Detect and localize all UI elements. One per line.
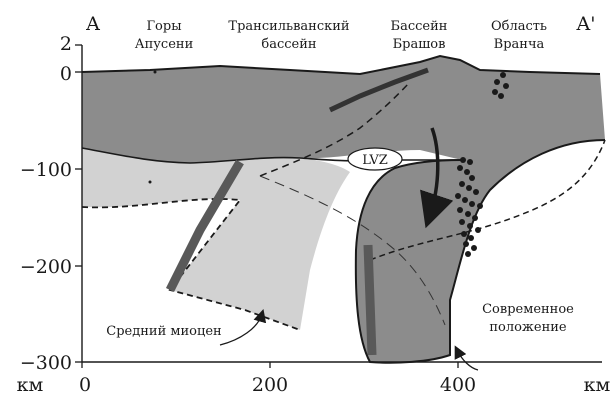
lvz-label: LVZ — [362, 153, 388, 168]
x-tick-label-400: 400 — [440, 374, 476, 396]
region-label-transylvanian-2: бассейн — [261, 37, 316, 52]
x-unit-label: км — [584, 374, 611, 396]
y-tick-label-0: 0 — [60, 63, 72, 85]
present-position-label-1: Современное — [482, 302, 574, 317]
y-tick-label-neg100: −100 — [20, 159, 72, 181]
middle-miocene-label: Средний миоцен — [106, 324, 221, 339]
region-label-vrancea-2: Вранча — [494, 37, 545, 52]
y-tick-label-neg200: −200 — [20, 256, 72, 278]
region-label-apuseni-2: Апусени — [135, 37, 193, 52]
y-tick-label-2: 2 — [60, 33, 72, 55]
region-label-brasov-2: Брашов — [393, 37, 446, 52]
region-label-transylvanian-1: Трансильванский — [228, 19, 349, 34]
x-tick-label-200: 200 — [252, 374, 288, 396]
present-slab-band — [368, 245, 372, 355]
region-label-vrancea-1: Область — [491, 19, 547, 34]
present-position-label-2: положение — [489, 320, 567, 335]
region-label-apuseni-1: Горы — [146, 19, 181, 34]
region-label-brasov-1: Бассейн — [391, 19, 448, 34]
y-unit-label: км — [17, 374, 44, 396]
x-tick-label-0: 0 — [79, 374, 91, 396]
y-tick-label-neg300: −300 — [20, 352, 72, 374]
profile-end-label: A' — [576, 13, 596, 35]
profile-start-label: A — [85, 13, 100, 35]
present-annotation-arrow — [457, 350, 478, 370]
y-axis-ticks — [75, 45, 82, 362]
